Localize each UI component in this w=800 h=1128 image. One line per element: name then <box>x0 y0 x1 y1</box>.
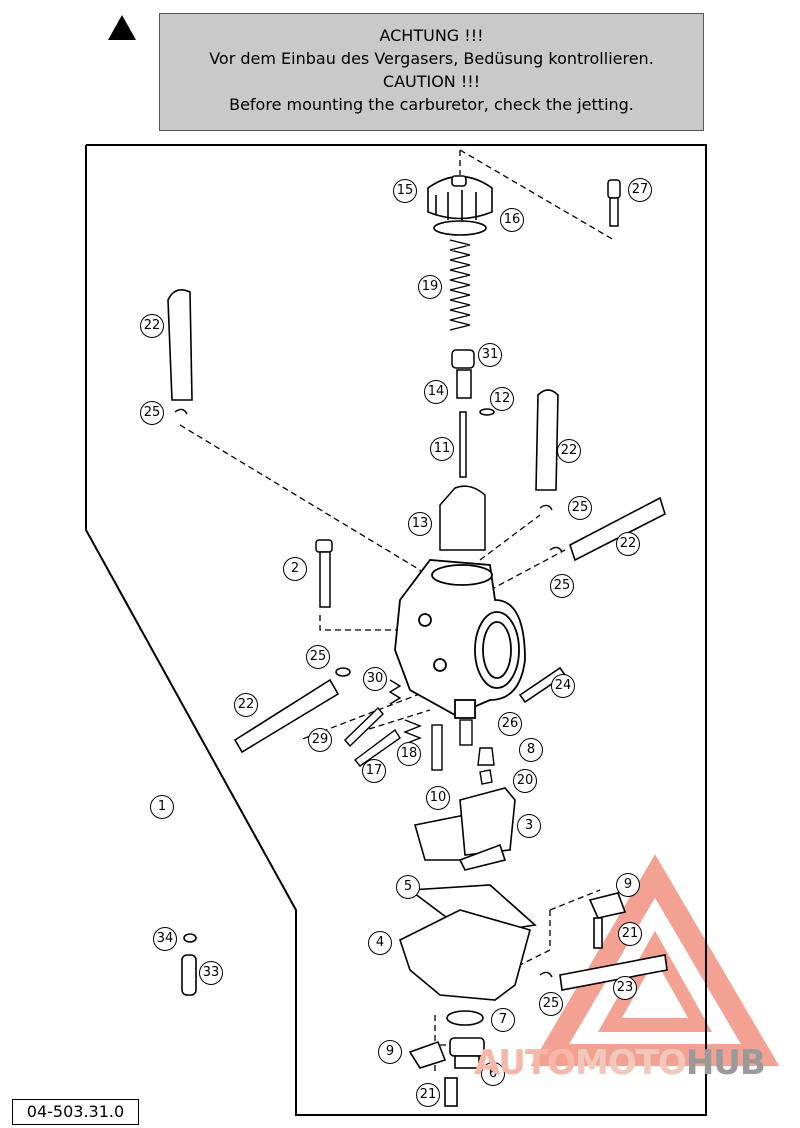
callout-1: 1 <box>150 795 174 819</box>
callout-5: 5 <box>396 875 420 899</box>
callout-22: 22 <box>234 693 258 717</box>
callout-10: 10 <box>426 786 450 810</box>
callout-34: 34 <box>153 927 177 951</box>
hose-clips <box>174 408 563 978</box>
callout-25: 25 <box>568 496 592 520</box>
warning-line-de-title: ACHTUNG !!! <box>379 26 484 45</box>
callout-21: 21 <box>416 1083 440 1107</box>
callout-11: 11 <box>430 437 454 461</box>
idle-screw <box>315 539 351 677</box>
watermark-part-2: MOTO <box>574 1043 687 1083</box>
carb-top-cap <box>427 175 493 236</box>
callout-9: 9 <box>616 873 640 897</box>
leader-lines <box>179 149 615 1075</box>
callout-22: 22 <box>557 439 581 463</box>
carburetor-body <box>394 559 526 719</box>
float-assembly <box>181 787 627 1107</box>
assembly-outline <box>85 144 707 1116</box>
callout-9: 9 <box>378 1040 402 1064</box>
callout-27: 27 <box>628 178 652 202</box>
jet-needle-parts <box>439 349 495 551</box>
callout-30: 30 <box>363 667 387 691</box>
caution-notice: ACHTUNG !!! Vor dem Einbau des Vergasers… <box>159 13 704 131</box>
callout-21: 21 <box>618 922 642 946</box>
callout-23: 23 <box>613 976 637 1000</box>
callout-15: 15 <box>393 179 417 203</box>
callout-20: 20 <box>513 769 537 793</box>
callout-19: 19 <box>418 275 442 299</box>
callout-31: 31 <box>478 343 502 367</box>
callout-24: 24 <box>551 674 575 698</box>
warning-line-en-title: CAUTION !!! <box>382 72 481 91</box>
callout-14: 14 <box>424 380 448 404</box>
warning-line-en-text: Before mounting the carburetor, check th… <box>229 95 634 114</box>
callout-22: 22 <box>616 532 640 556</box>
callout-13: 13 <box>408 512 432 536</box>
warning-line-de-text: Vor dem Einbau des Vergasers, Bedüsung k… <box>209 49 654 68</box>
vent-hoses <box>167 289 668 991</box>
callout-16: 16 <box>500 208 524 232</box>
callout-2: 2 <box>283 557 307 581</box>
mixture-parts <box>344 679 495 785</box>
return-spring <box>449 239 471 331</box>
watermark-part-1: AUTO <box>474 1043 576 1083</box>
bolt-27 <box>607 179 621 227</box>
callout-12: 12 <box>490 387 514 411</box>
watermark-text: AUTOMOTOHUB <box>474 1043 766 1083</box>
callout-6: 6 <box>481 1062 505 1086</box>
callout-25: 25 <box>539 992 563 1016</box>
part-number-label: 04-503.31.0 <box>12 1099 139 1125</box>
callout-17: 17 <box>362 759 386 783</box>
callout-4: 4 <box>368 931 392 955</box>
callout-25: 25 <box>140 401 164 425</box>
callout-3: 3 <box>517 814 541 838</box>
callout-25: 25 <box>306 645 330 669</box>
callout-29: 29 <box>308 728 332 752</box>
callout-8: 8 <box>519 738 543 762</box>
watermark-part-3: HUB <box>685 1043 766 1083</box>
callout-22: 22 <box>140 314 164 338</box>
callout-33: 33 <box>199 961 223 985</box>
callout-18: 18 <box>397 742 421 766</box>
callout-26: 26 <box>498 712 522 736</box>
callout-25: 25 <box>550 574 574 598</box>
callout-7: 7 <box>491 1008 515 1032</box>
warning-triangle-icon <box>108 15 136 40</box>
